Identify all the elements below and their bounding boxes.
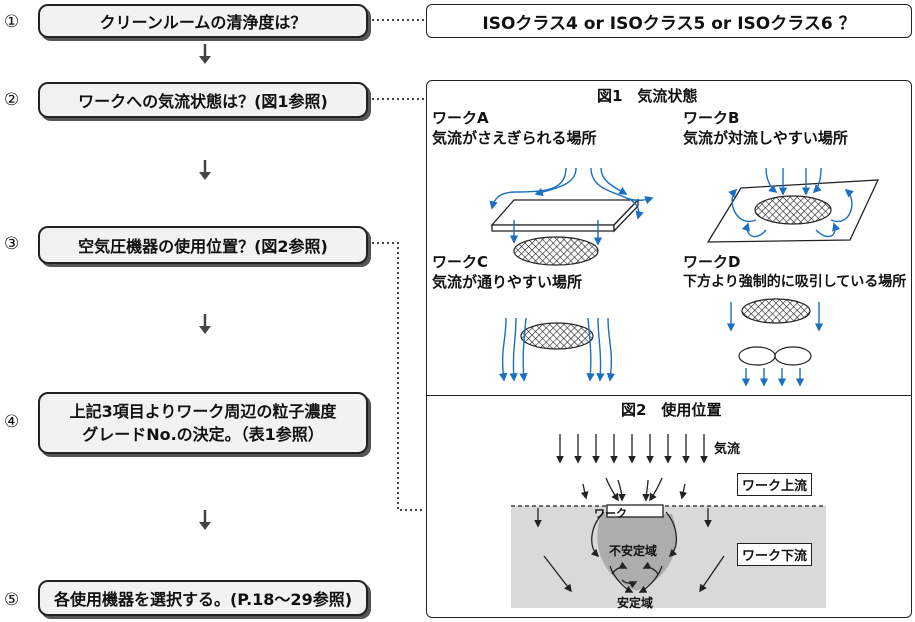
down-arrow-3-head	[199, 326, 211, 334]
work-a-figure	[489, 167, 654, 266]
dotted-connector-3	[372, 242, 424, 511]
step-4-label-line2: グレードNo.の決定。（表1参照）	[82, 425, 324, 444]
down-arrow-2-head	[199, 172, 211, 180]
figure2-drawing	[511, 434, 826, 608]
upstream-tag: ワーク上流	[737, 473, 813, 496]
figure2-title: 図2 使用位置	[621, 401, 722, 419]
work-b-mesh	[754, 195, 832, 225]
work-d-figure	[726, 298, 824, 387]
work-a-desc: 気流がさえぎられる場所	[432, 129, 597, 147]
figure1-title: 図1 気流状態	[597, 87, 698, 105]
airflow-label: 気流	[714, 442, 741, 457]
step-2-label: ワークへの気流状態は？(図1参照)	[78, 92, 328, 111]
downstream-tag: ワーク下流	[737, 543, 813, 566]
step-4-number: ④	[4, 412, 20, 432]
step-3-label: 空気圧機器の使用位置？(図2参照)	[78, 237, 328, 256]
step-3-box: 空気圧機器の使用位置？(図2参照)	[38, 226, 368, 264]
step-5-number: ⑤	[4, 590, 20, 610]
step-3-number: ③	[4, 234, 20, 254]
step-4-box: 上記3項目よりワーク周辺の粒子濃度 グレードNo.の決定。（表1参照）	[38, 392, 368, 454]
work-c-desc: 気流が通りやすい場所	[432, 273, 583, 291]
work-d-mesh	[741, 298, 811, 324]
work-label: ワーク	[594, 507, 627, 520]
work-plate	[606, 504, 664, 518]
work-c-name: ワークC	[432, 253, 489, 271]
work-b-desc: 気流が対流しやすい場所	[683, 129, 848, 147]
work-a-mesh	[513, 236, 599, 266]
work-c-figure	[498, 317, 616, 382]
iso-class-text: ISOクラス4 or ISOクラス5 or ISOクラス6 ？	[482, 13, 856, 34]
step-5-label: 各使用機器を選択する。(P.18〜29参照)	[53, 590, 353, 609]
down-arrow-4-head	[199, 522, 211, 530]
unstable-label: 不安定域	[609, 544, 658, 558]
step-1-label: クリーンルームの清浄度は？	[99, 13, 307, 32]
step-4-label-line1: 上記3項目よりワーク周辺の粒子濃度	[69, 401, 337, 421]
work-c-mesh	[520, 322, 594, 350]
work-a-name: ワークA	[432, 109, 489, 127]
step-5-box: 各使用機器を選択する。(P.18〜29参照)	[38, 580, 368, 616]
step-2-number: ②	[4, 90, 20, 110]
step-1-box: クリーンルームの清浄度は？	[38, 4, 368, 38]
figure-divider	[426, 395, 912, 396]
work-d-name: ワークD	[683, 253, 741, 271]
down-arrow-1-head	[199, 56, 211, 64]
iso-class-box: ISOクラス4 or ISOクラス5 or ISOクラス6 ？	[426, 4, 912, 38]
work-b-figure	[706, 167, 880, 243]
step-1-number: ①	[4, 12, 20, 32]
figure1-drawing	[489, 167, 880, 387]
stable-label: 安定域	[617, 596, 654, 610]
work-d-desc: 下方より強制的に吸引している場所	[683, 274, 907, 290]
work-b-name: ワークB	[683, 109, 740, 127]
step-2-box: ワークへの気流状態は？(図1参照)	[38, 82, 368, 118]
